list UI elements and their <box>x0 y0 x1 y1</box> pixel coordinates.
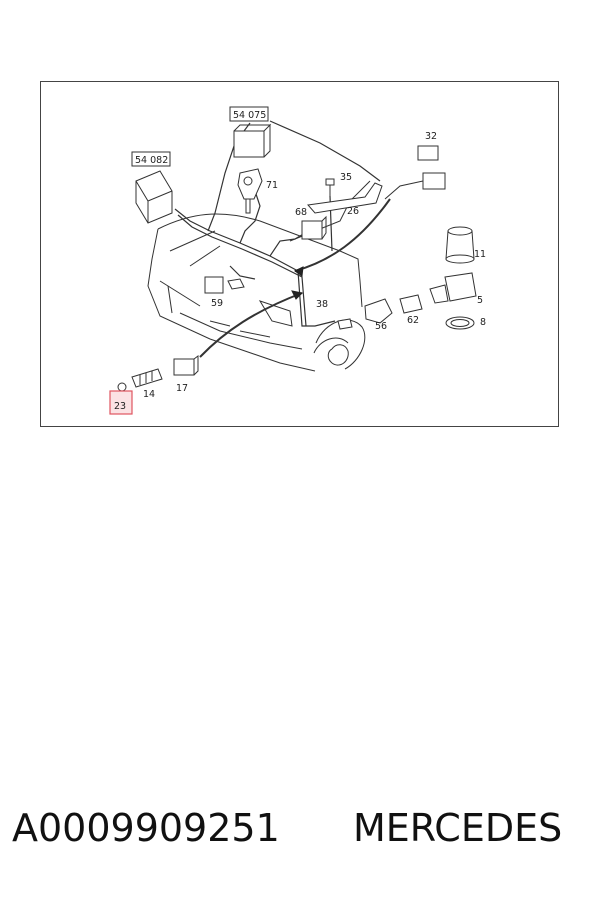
callout-8: 8 <box>480 317 486 328</box>
callout-17: 17 <box>176 383 188 394</box>
part-8-ring <box>445 316 475 330</box>
diagram-frame <box>40 81 559 427</box>
part-56-connector <box>337 298 393 330</box>
callout-68: 68 <box>295 207 307 218</box>
wiring-harness <box>174 120 381 327</box>
callout-5: 5 <box>477 295 483 306</box>
part-23-clip <box>117 382 127 392</box>
arrows <box>199 198 391 358</box>
arrow-head <box>294 266 304 277</box>
part-26-bracket <box>307 182 383 214</box>
callout-box-54075 <box>229 106 269 122</box>
part-62-connector <box>399 294 423 314</box>
callout-59: 59 <box>211 298 223 309</box>
part-59-connector <box>204 276 245 294</box>
arrow-head <box>291 290 304 300</box>
callout-35: 35 <box>340 172 352 183</box>
part-54075-relay <box>233 123 272 158</box>
callout-62: 62 <box>407 315 419 326</box>
brand-name: MERCEDES <box>353 806 563 850</box>
callout-56: 56 <box>375 321 387 332</box>
part-5-sensor <box>429 272 477 304</box>
part-11-sensor <box>445 226 475 264</box>
part-71-bracket <box>237 168 263 214</box>
callout-box-23-highlight <box>109 390 133 415</box>
callout-26: 26 <box>347 206 359 217</box>
part-17-connector <box>173 355 199 376</box>
callout-71: 71 <box>266 180 278 191</box>
callout-54075: 54 075 <box>233 110 266 121</box>
callout-14: 14 <box>143 389 155 400</box>
part-35-screw <box>325 178 335 196</box>
part-32-connectors <box>384 145 446 200</box>
part-number: A0009909251 <box>12 806 280 850</box>
parts-diagram: 54 075 54 082 71 35 32 26 68 11 59 38 5 … <box>109 106 486 415</box>
part-68-connector <box>301 215 327 240</box>
callout-32: 32 <box>425 131 437 142</box>
callout-23: 23 <box>114 401 126 412</box>
callout-box-54082 <box>131 151 171 167</box>
callout-11: 11 <box>474 249 486 260</box>
part-14-sensor <box>131 368 163 388</box>
part-54082-control-unit <box>135 170 173 224</box>
callout-38: 38 <box>316 299 328 310</box>
callout-54082: 54 082 <box>135 155 168 166</box>
